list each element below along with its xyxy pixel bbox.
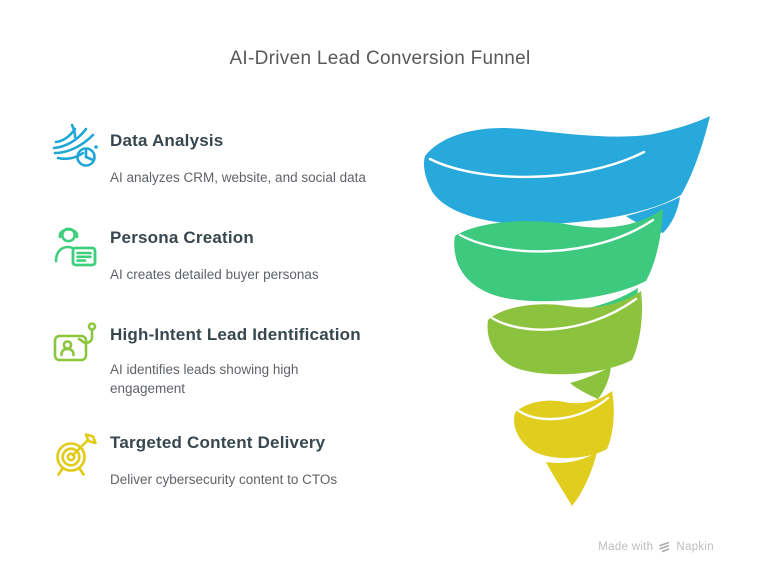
- funnel-stage-1-blue: [423, 116, 710, 233]
- made-with-label: Made with: [598, 541, 654, 553]
- napkin-brand-label: Napkin: [676, 541, 714, 553]
- step-title: Persona Creation: [110, 228, 254, 247]
- step-description: Deliver cybersecurity content to CTOs: [110, 472, 338, 487]
- step-title: Targeted Content Delivery: [110, 433, 326, 452]
- persona-document-icon: [52, 222, 100, 270]
- step-content-delivery: Targeted Content Delivery Deliver cybers…: [52, 430, 402, 510]
- funnel-stage-4-yellow: [514, 391, 614, 506]
- target-arrow-icon: [52, 430, 100, 478]
- step-description: AI analyzes CRM, website, and social dat…: [110, 170, 366, 185]
- page-title: AI-Driven Lead Conversion Funnel: [229, 48, 531, 69]
- lead-badge-hook-icon: [52, 320, 100, 368]
- step-lead-identification: High-Intent Lead Identification AI ident…: [52, 320, 402, 410]
- data-flow-icon: [52, 122, 100, 170]
- napkin-logo-icon: [658, 541, 671, 554]
- step-persona-creation: Persona Creation AI creates detailed buy…: [52, 222, 402, 302]
- funnel-stage-3-lime: [487, 291, 642, 399]
- step-description: AI identifies leads showing high engagem…: [110, 362, 299, 396]
- step-description: AI creates detailed buyer personas: [110, 267, 319, 282]
- step-title: High-Intent Lead Identification: [110, 325, 361, 344]
- funnel-illustration: [408, 103, 738, 523]
- made-with-napkin-watermark: Made with Napkin: [598, 539, 714, 555]
- step-data-analysis: Data Analysis AI analyzes CRM, website, …: [52, 120, 402, 200]
- step-title: Data Analysis: [110, 131, 224, 150]
